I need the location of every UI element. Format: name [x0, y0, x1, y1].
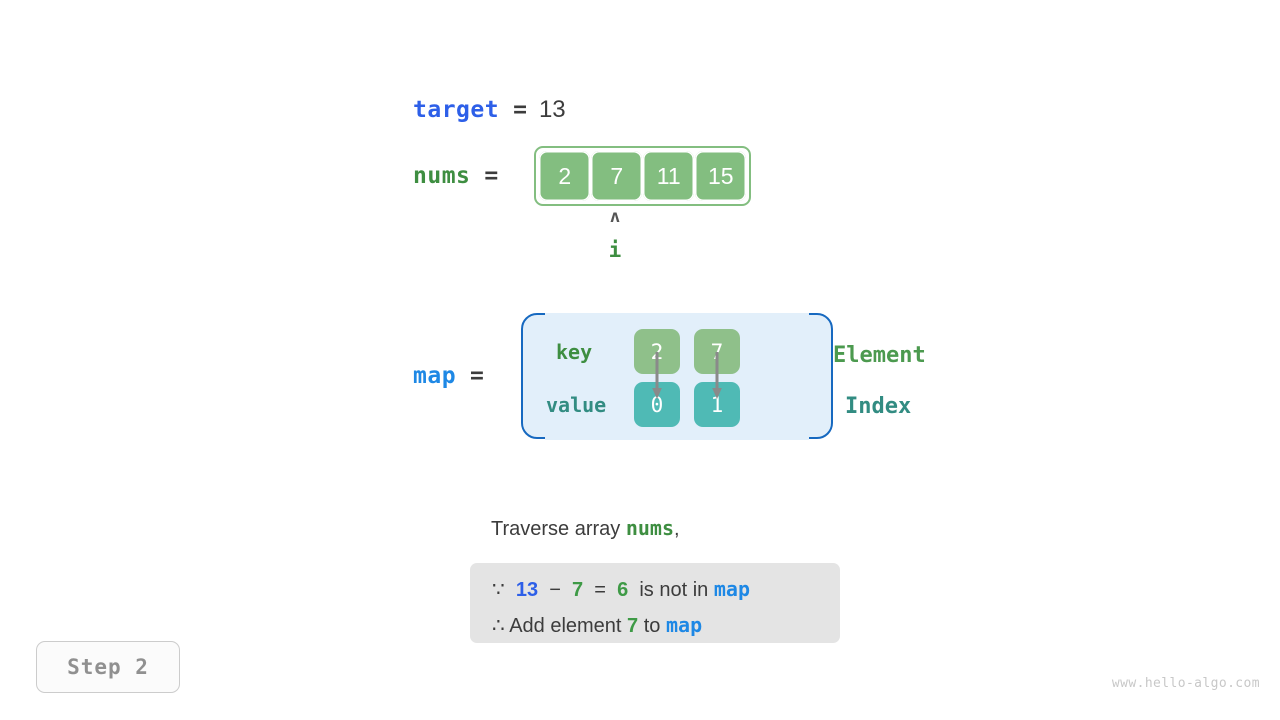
detail-map-keyword: map	[665, 613, 703, 637]
key-to-value-arrow-icon	[652, 352, 662, 399]
detail-operand: 7	[572, 579, 584, 601]
nums-row: nums = 2 7 11 15	[413, 146, 752, 206]
minus-symbol: −	[549, 579, 561, 601]
array-cell: 2	[539, 151, 591, 201]
map-row: map =	[413, 313, 484, 439]
description-intro: Traverse array nums,	[491, 516, 680, 541]
target-row: target = 13	[413, 93, 566, 127]
target-equals-sign: =	[513, 97, 527, 123]
key-to-value-arrow-icon	[712, 352, 722, 399]
map-element-side-label: Element	[833, 343, 926, 368]
map-key-cell: 7	[694, 329, 740, 374]
detail-line-2: ∴ Add element 7 to map	[492, 608, 818, 644]
detail-target-value: 13	[515, 579, 539, 601]
index-pointer-label: i	[608, 238, 622, 262]
map-equals-sign: =	[470, 363, 484, 389]
index-pointer: ʌ i	[560, 208, 670, 264]
map-key-row-label: key	[556, 340, 593, 364]
detail-result: 6	[617, 579, 629, 601]
array-frame: 2 7 11 15	[534, 146, 752, 206]
nums-variable-label: nums	[413, 163, 471, 189]
array-cell: 7	[591, 151, 643, 201]
therefore-symbol: ∴	[492, 615, 505, 637]
map-variable-label: map	[413, 363, 457, 389]
detail-box: ∵ 13 − 7 = 6 is not in map ∴ Add element…	[470, 563, 840, 643]
detail-text-after: is not in	[639, 579, 709, 601]
equals-symbol: =	[594, 579, 606, 601]
description-intro-before: Traverse array	[491, 518, 626, 540]
description-nums-keyword: nums	[625, 516, 675, 540]
caret-up-icon: ʌ	[609, 207, 621, 227]
detail-line-1: ∵ 13 − 7 = 6 is not in map	[492, 572, 818, 608]
target-variable-label: target	[413, 97, 500, 123]
detail-line2-middle: to	[643, 615, 661, 637]
because-symbol: ∵	[492, 579, 505, 601]
array-cell: 11	[643, 151, 695, 201]
step-badge: Step 2	[36, 641, 180, 693]
nums-equals-sign: =	[484, 163, 499, 189]
detail-map-keyword: map	[713, 577, 750, 601]
detail-line2-before: Add element	[509, 615, 622, 637]
watermark: www.hello-algo.com	[1111, 676, 1260, 691]
target-value: 13	[538, 96, 566, 123]
array-cell: 15	[695, 151, 747, 201]
map-index-side-label: Index	[845, 394, 912, 419]
detail-added-element: 7	[627, 615, 639, 637]
description-intro-after: ,	[674, 518, 680, 540]
map-value-row-label: value	[546, 393, 607, 417]
